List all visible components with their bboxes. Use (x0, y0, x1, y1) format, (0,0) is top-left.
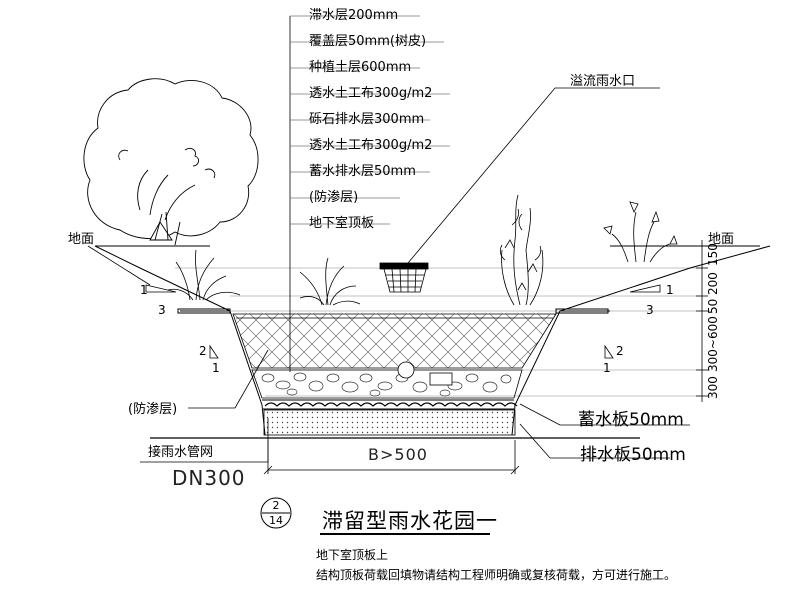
gravel-stones (261, 372, 512, 397)
ground-label-left: 地面 (68, 232, 95, 247)
layer-label: 滞水层200mm (309, 8, 399, 23)
ground-label-right: 地面 (708, 232, 735, 247)
slope-label: 3 (646, 303, 654, 317)
slope-label: 1 (603, 361, 611, 375)
drain-board-label: 排水板50mm (580, 445, 686, 465)
layer-label: 覆盖层50mm(树皮) (309, 34, 427, 49)
layer-label: (防渗层) (309, 190, 359, 205)
width-dimension (263, 440, 520, 475)
overflow-leader (407, 87, 660, 264)
detail-bubble (260, 497, 292, 529)
vertical-dimension (696, 240, 708, 402)
edging-left (177, 308, 231, 314)
slope-label: 3 (158, 303, 166, 317)
pipe-diameter-label: DN300 (172, 466, 246, 490)
drain-board-layer (263, 409, 516, 436)
plant-clump-left (167, 249, 241, 301)
overflow-drain (379, 262, 429, 293)
basin-wall-left (180, 310, 266, 436)
slope-label: 1 (140, 283, 148, 297)
slope-left-upper (94, 245, 231, 312)
layer-label: 种植土层600mm (309, 60, 412, 75)
layer-label: 透水土工布300g/m2 (309, 138, 433, 153)
slope-symbols (145, 284, 661, 359)
dimension-label: 200 (706, 272, 720, 295)
slope-label: 2 (199, 344, 207, 358)
plant-clump-center (299, 257, 361, 306)
tree-illustration (83, 78, 259, 246)
planting-soil-layer (232, 313, 557, 369)
liner-label: (防渗层) (128, 402, 178, 417)
drawing-title: 滞留型雨水花园一 (322, 509, 498, 533)
pipe-network-label: 接雨水管网 (148, 445, 214, 460)
basin-slopes (94, 245, 771, 436)
detail-number: 2 (272, 499, 280, 512)
layer-label: 透水土工布300g/m2 (309, 86, 433, 101)
storage-board-layer (264, 402, 518, 407)
edging-right (555, 308, 609, 314)
plant-reeds-right (499, 194, 544, 306)
storage-board-label: 蓄水板50mm (578, 410, 684, 430)
dimension-label: 150 (706, 243, 720, 266)
slope-right-upper (559, 245, 771, 312)
note-line: 地下室顶板上 (316, 548, 389, 562)
layer-label: 砾石排水层300mm (309, 112, 425, 127)
layer-label: 地下室顶板 (309, 216, 375, 231)
plant-flowers-right (603, 201, 678, 263)
slope-label: 2 (616, 344, 624, 358)
dimension-label: 50 (706, 298, 720, 314)
dimension-label: 300 (706, 376, 720, 399)
slope-label: 1 (666, 283, 674, 297)
dimension-label: 300~600 (706, 316, 720, 372)
overflow-label: 溢流雨水口 (570, 74, 636, 89)
layer-leader (289, 15, 450, 372)
layer-label: 蓄水排水层50mm (309, 164, 416, 179)
perforated-pipe (397, 361, 415, 379)
slope-label: 1 (212, 361, 220, 375)
sheet-number: 14 (269, 514, 283, 527)
perforated-pipe-box (429, 372, 453, 386)
note-line: 结构顶板荷载回填物请结构工程师明确或复核荷载，方可进行施工。 (316, 568, 677, 582)
gravel-drainage-layer (251, 369, 523, 399)
width-label: B>500 (368, 445, 428, 464)
